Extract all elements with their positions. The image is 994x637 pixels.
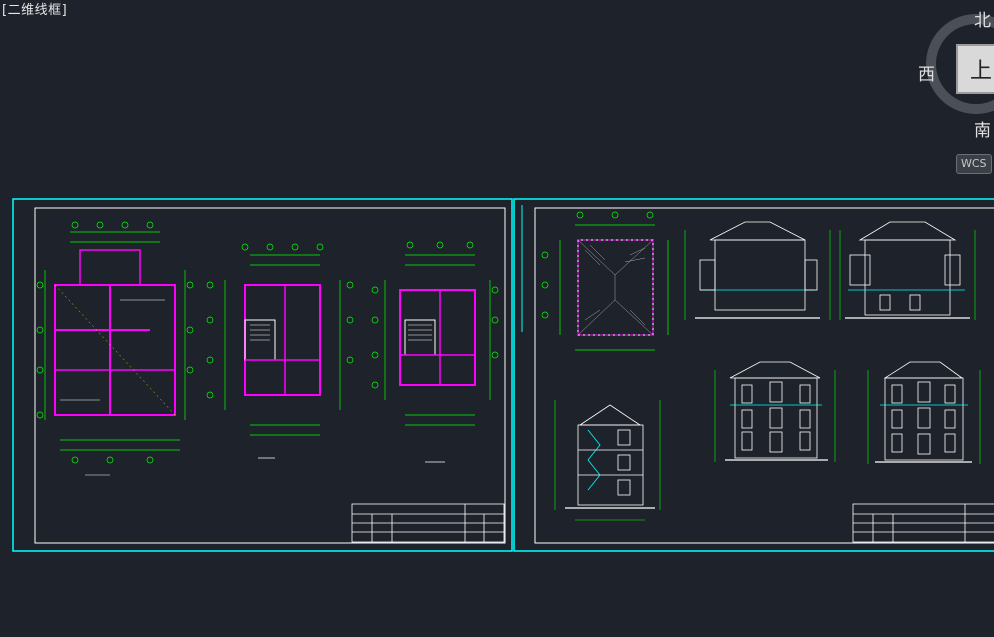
section-1-1 xyxy=(554,400,661,521)
sheet-1-inner-frame xyxy=(34,207,506,544)
viewcube-north-label[interactable]: 北 xyxy=(974,11,991,31)
viewcube-west-label[interactable]: 西 xyxy=(918,65,935,85)
viewcube[interactable]: 上 北 西 南 WCS xyxy=(912,0,994,180)
second-floor-plan xyxy=(206,243,354,459)
sheet-1 xyxy=(12,198,513,552)
sheet-1-title-block xyxy=(351,503,505,543)
sheet-2-outer-frame xyxy=(513,198,994,552)
viewport-label[interactable]: [二维线框] xyxy=(2,3,68,18)
third-floor-plan xyxy=(371,241,499,463)
viewcube-compass-ring[interactable] xyxy=(926,14,994,114)
rear-elevation xyxy=(684,221,831,320)
side-elevation-b xyxy=(867,361,981,464)
side-elevation-a xyxy=(839,221,976,320)
viewcube-south-label[interactable]: 南 xyxy=(974,121,991,141)
front-elevation xyxy=(714,361,836,462)
roof-plan xyxy=(541,211,669,351)
sheet-2-title-block xyxy=(852,503,994,543)
wcs-menu-button[interactable]: WCS xyxy=(956,154,992,174)
sheet-2 xyxy=(513,198,994,552)
sheet-2-inner-frame xyxy=(534,207,994,544)
viewcube-top-face[interactable]: 上 xyxy=(956,44,994,94)
first-floor-plan xyxy=(36,221,194,476)
sheet-1-outer-frame xyxy=(12,198,513,552)
